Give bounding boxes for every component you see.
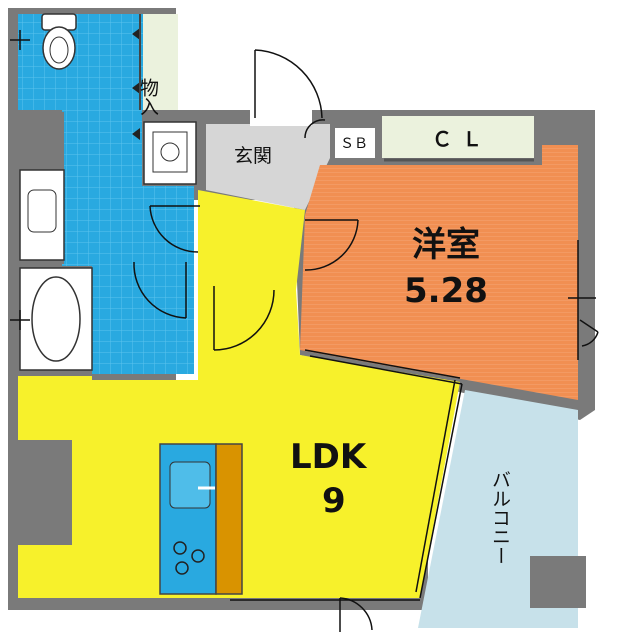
kitchen-counter: [159, 443, 243, 595]
genkan-label: 玄関: [234, 145, 272, 167]
window-lines: [10, 30, 596, 601]
cl-label: ＣＬ: [432, 127, 492, 151]
storage-closet: [132, 14, 178, 140]
ldk-size-label: 9: [322, 481, 346, 521]
door-swings: [133, 49, 599, 632]
wash-basin: [19, 169, 65, 261]
balcony-label: バルコニー: [489, 470, 511, 565]
western-size-label: 5.28: [404, 271, 488, 311]
washing-machine-pan: [143, 121, 197, 185]
ldk-name-label: LDK: [290, 437, 368, 477]
balcony-area: [418, 390, 586, 628]
western-room: [300, 145, 578, 400]
bathtub: [19, 267, 93, 371]
sb-label: ＳＢ: [340, 136, 368, 152]
toilet-fixture: [41, 13, 77, 70]
storage-label: 物入: [137, 78, 159, 116]
genkan-area: [206, 110, 330, 210]
cl-closet: [335, 116, 534, 176]
western-name-label: 洋室: [412, 225, 480, 265]
